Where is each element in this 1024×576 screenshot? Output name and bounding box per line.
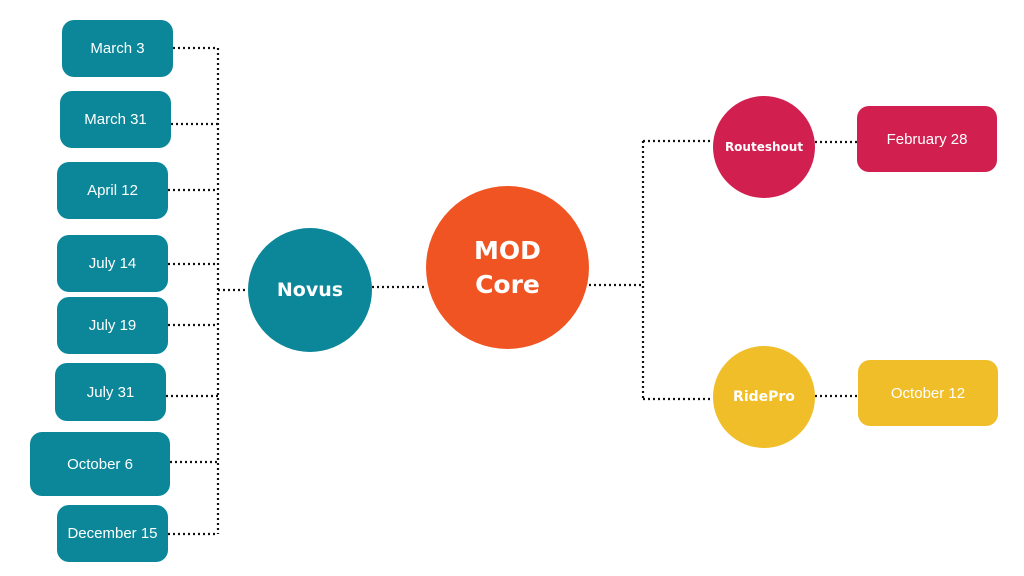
core-label-line2: Core (475, 269, 540, 299)
mod-core-node: MOD Core (426, 186, 589, 349)
date-box: March 31 (60, 91, 171, 148)
novus-node: Novus (248, 228, 372, 352)
date-box: December 15 (57, 505, 168, 562)
date-box: March 3 (62, 20, 173, 77)
ridepro-date-box: October 12 (858, 360, 998, 426)
routeshout-node: Routeshout (713, 96, 815, 198)
ridepro-node: RidePro (713, 346, 815, 448)
routeshout-date-box: February 28 (857, 106, 997, 172)
date-box: October 6 (30, 432, 170, 496)
date-box: July 19 (57, 297, 168, 354)
date-box: April 12 (57, 162, 168, 219)
date-box: July 31 (55, 363, 166, 421)
date-box: July 14 (57, 235, 168, 292)
core-label-line1: MOD (474, 235, 541, 265)
